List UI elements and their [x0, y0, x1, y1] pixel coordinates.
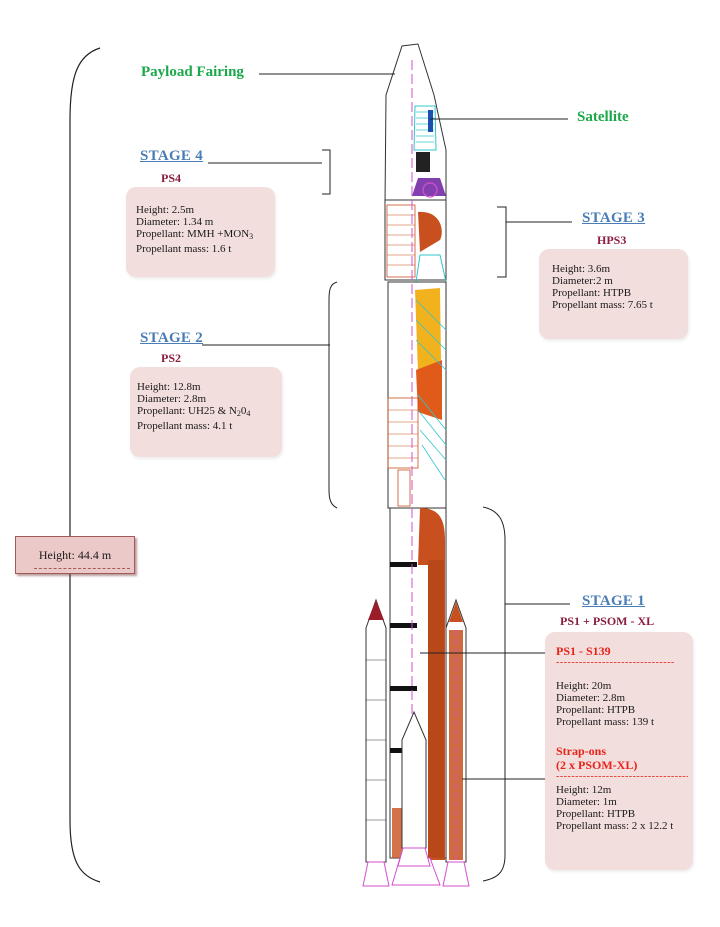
satellite-body — [413, 105, 437, 151]
payload-fairing — [384, 43, 447, 206]
left-strapon — [365, 598, 387, 863]
stage3-info-box: Height: 3.6m Diameter:2 m Propellant: HT… — [539, 249, 688, 339]
stage4-propellant: Propellant: MMH +MON3 — [136, 228, 254, 241]
stage3-height: Height: 3.6m — [552, 263, 611, 275]
stage3-motor — [418, 211, 442, 252]
equipment-bay — [416, 152, 430, 172]
stage2-interstage — [387, 397, 419, 469]
stage4-subtitle: PS4 — [161, 171, 182, 185]
strapons-heading: Strap-ons — [556, 744, 607, 758]
stage1-subtitle: PS1 + PSOM - XL — [560, 614, 655, 628]
stage3-diameter: Diameter:2 m — [552, 275, 613, 287]
stage2-propellant: Propellant: UH25 & N204 — [137, 405, 251, 418]
stage4-mass: Propellant mass: 1.6 t — [136, 243, 232, 255]
strapons-subheading: (2 x PSOM-XL) — [556, 758, 638, 772]
stage4-tank — [422, 182, 438, 198]
stage2-subtitle: PS2 — [161, 351, 182, 365]
inner-strapon — [401, 710, 427, 849]
stage2-mass: Propellant mass: 4.1 t — [137, 420, 233, 432]
ps1-heading: PS1 - S139 — [556, 644, 611, 658]
stage2-info-box: Height: 12.8m Diameter: 2.8m Propellant:… — [130, 367, 282, 457]
stage4-title: STAGE 4 — [140, 148, 204, 164]
overall-height-box: Height: 44.4 m — [15, 536, 135, 574]
stage3-propellant: Propellant: HTPB — [552, 287, 632, 299]
strapons-propellant: Propellant: HTPB — [556, 808, 636, 820]
stage2-yellow-tank — [415, 288, 441, 372]
ps1-dashes: ------------------------------- — [556, 658, 675, 668]
stage3-bracket — [497, 206, 572, 278]
stage2-title: STAGE 2 — [140, 330, 204, 346]
stage2-orange-section — [416, 360, 442, 420]
stage4-bracket — [322, 149, 331, 195]
strapons-diameter: Diameter: 1m — [556, 796, 617, 808]
stage1-info-box: PS1 - S139 -----------------------------… — [545, 632, 693, 870]
ps1-propellant: Propellant: HTPB — [556, 704, 636, 716]
ps1-mass: Propellant mass: 139 t — [556, 716, 655, 728]
stage3-title: STAGE 3 — [582, 210, 646, 226]
stage1-title: STAGE 1 — [582, 593, 646, 609]
stage3-mass: Propellant mass: 7.65 t — [552, 299, 653, 311]
strapons-mass: Propellant mass: 2 x 12.2 t — [556, 820, 674, 832]
stage4-engine — [412, 178, 446, 196]
stage2-height: Height: 12.8m — [137, 381, 201, 393]
ps1-diameter: Diameter: 2.8m — [556, 692, 626, 704]
ps1-height: Height: 20m — [556, 680, 612, 692]
stage1-casing — [428, 560, 444, 858]
overall-height-label: Height: 44.4 m — [38, 547, 112, 562]
strapons-dashes: ----------------------------------- — [556, 772, 688, 782]
satellite-core — [428, 110, 433, 132]
stage3-hatch-left — [386, 204, 416, 278]
stage2-cyan-lines — [415, 299, 447, 481]
stage4-height: Height: 2.5m — [136, 204, 195, 216]
strapons-height: Height: 12m — [556, 784, 612, 796]
stage2-bracket — [328, 281, 338, 509]
stage2-diameter: Diameter: 2.8m — [137, 393, 207, 405]
overall-height-bracket — [69, 47, 101, 883]
stage4-info-box: Height: 2.5m Diameter: 1.34 m Propellant… — [126, 187, 275, 277]
stage1-bracket — [482, 506, 570, 882]
satellite-label: Satellite — [577, 109, 629, 125]
stage4-diameter: Diameter: 1.34 m — [136, 216, 214, 228]
stage3-subtitle: HPS3 — [597, 233, 627, 247]
payload-fairing-label: Payload Fairing — [141, 64, 244, 80]
